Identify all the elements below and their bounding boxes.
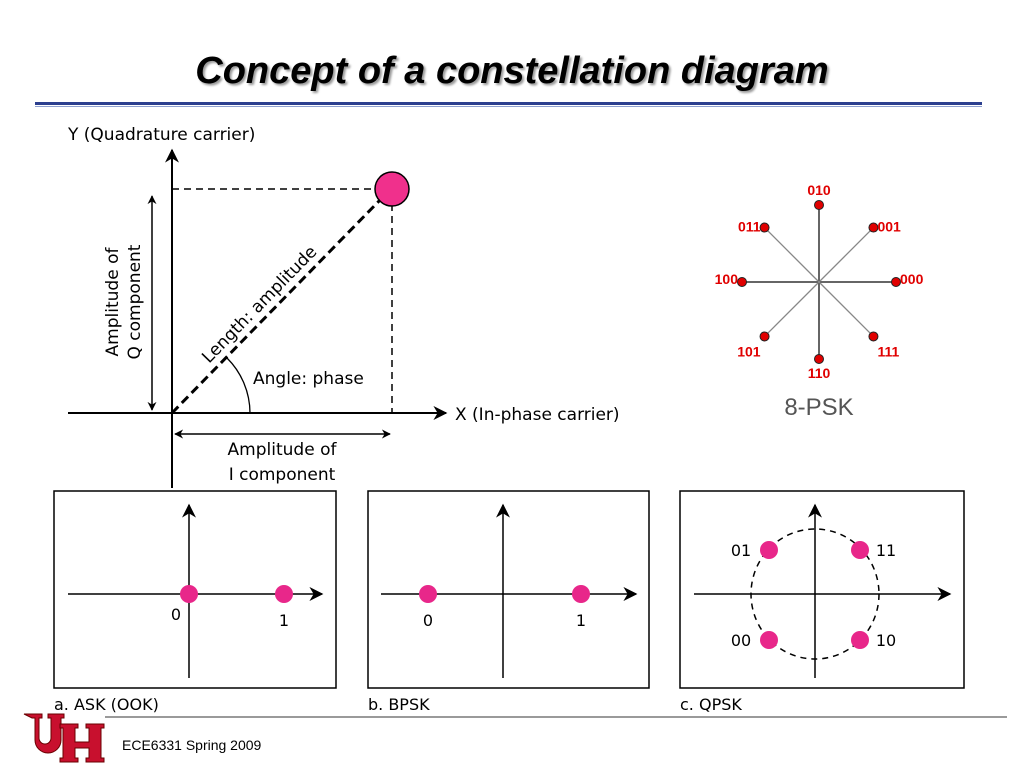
qpsk-label-01: 01 (731, 541, 751, 560)
angle-label: Angle: phase (253, 369, 364, 389)
psk8-label-100: 100 (715, 271, 739, 287)
main-constellation: Y (Quadrature carrier) X (In-phase carri… (67, 125, 620, 488)
psk8-label-110: 110 (808, 365, 831, 381)
psk8-label-000: 000 (900, 271, 924, 287)
qpsk-label-00: 00 (731, 631, 751, 650)
y-axis-label: Y (Quadrature carrier) (67, 125, 255, 145)
qpsk-point-00 (760, 631, 778, 649)
footer-course: ECE6331 Spring 2009 (122, 737, 262, 753)
signal-point (374, 171, 410, 207)
psk8-label-011: 011 (738, 219, 761, 235)
bpsk-label-1: 1 (576, 611, 586, 630)
psk8-point-010 (814, 200, 824, 210)
psk8-point-100 (737, 277, 747, 287)
qpsk-label-10: 10 (876, 631, 896, 650)
bpsk-label-0: 0 (423, 611, 433, 630)
psk8-point-110 (814, 354, 824, 364)
psk8-label-010: 010 (807, 182, 831, 198)
psk8-label-111: 111 (877, 343, 899, 359)
q-label-line1: Amplitude of (103, 247, 123, 357)
psk8-ray-111 (818, 281, 874, 337)
bpsk-point-0 (419, 585, 437, 603)
q-label-line2: Q component (125, 244, 145, 359)
i-label-line1: Amplitude of (228, 440, 338, 460)
qpsk-point-11 (851, 541, 869, 559)
psk8-label-001: 001 (877, 219, 901, 235)
psk8-point-001 (868, 222, 879, 233)
psk8-ray-011 (764, 227, 820, 283)
ask-label-0: 0 (171, 605, 181, 624)
footer-divider (105, 716, 1007, 718)
qpsk-caption: c. QPSK (680, 695, 742, 714)
qpsk-label-11: 11 (876, 541, 896, 560)
i-label-line2: I component (229, 465, 336, 485)
panel-ask: 0 1 a. ASK (OOK) (53, 490, 337, 714)
psk8-ray-001 (818, 227, 874, 283)
psk8-point-011 (759, 222, 770, 233)
ask-label-1: 1 (279, 611, 289, 630)
ask-caption: a. ASK (OOK) (54, 695, 159, 714)
title-divider-thin (35, 106, 982, 107)
ask-point-1 (275, 585, 293, 603)
bpsk-point-1 (572, 585, 590, 603)
x-axis-label: X (In-phase carrier) (455, 405, 620, 425)
panel-qpsk: 01 11 00 10 c. QPSK (679, 490, 965, 714)
amplitude-vector (170, 197, 383, 415)
ask-point-0 (180, 585, 198, 603)
psk8-title: 8-PSK (784, 394, 853, 421)
psk8-constellation: 000 001 010 011 100 101 110 111 8-PSK (715, 182, 924, 421)
length-label: Length: amplitude (198, 242, 321, 367)
qpsk-point-10 (851, 631, 869, 649)
psk8-label-101: 101 (737, 343, 761, 359)
title-divider (35, 102, 982, 105)
qpsk-unit-circle (750, 528, 880, 660)
slide-title: Concept of a constellation diagram (195, 50, 829, 92)
psk8-ray-101 (764, 281, 820, 337)
psk8-point-101 (759, 331, 770, 342)
phase-arc (226, 357, 251, 414)
psk8-point-111 (868, 331, 879, 342)
bpsk-caption: b. BPSK (368, 695, 430, 714)
qpsk-point-01 (760, 541, 778, 559)
uh-logo (23, 713, 105, 763)
panel-bpsk: 0 1 b. BPSK (367, 490, 650, 714)
psk8-point-000 (891, 277, 901, 287)
